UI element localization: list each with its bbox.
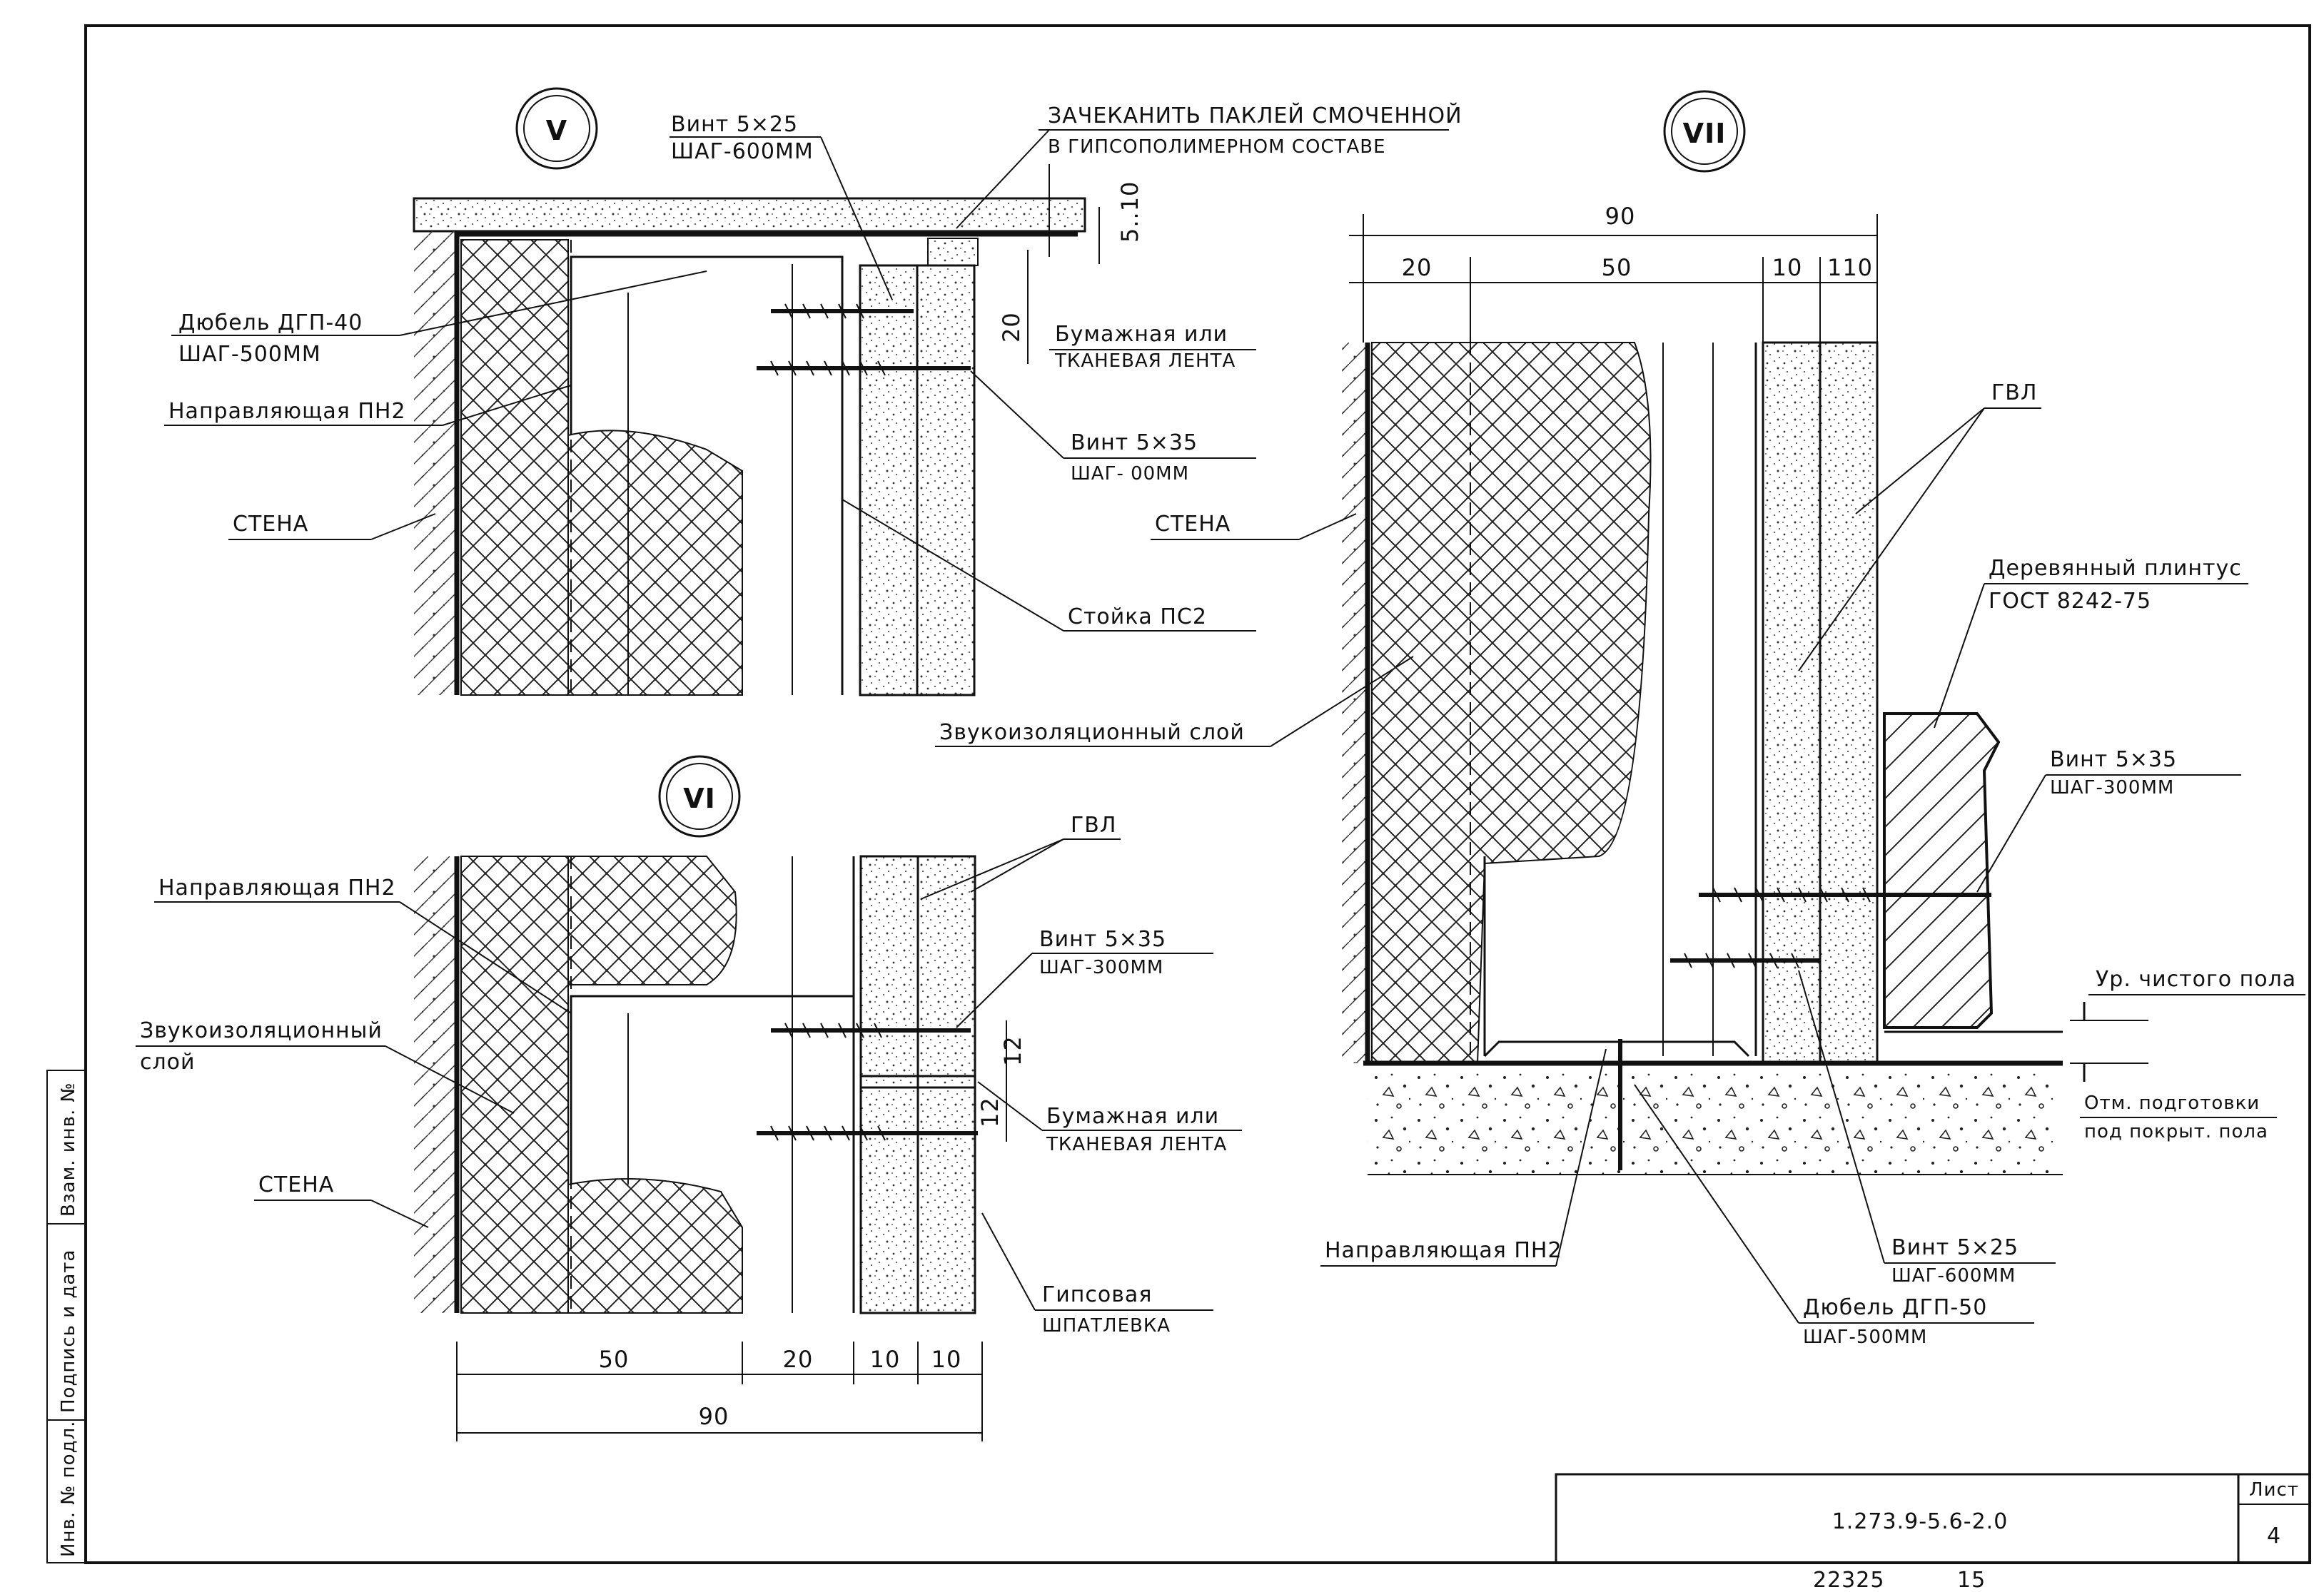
vii-skirting-line2: ГОСТ 8242-75 bbox=[1989, 589, 2151, 614]
sound-layer-label: Звукоизоляционный слой bbox=[939, 720, 1245, 745]
screw-vii-lower bbox=[1670, 953, 1820, 968]
v-caulk-line2: В ГИПСОПОЛИМЕРНОМ СОСТАВЕ bbox=[1048, 136, 1386, 158]
dim-vii-110: 110 bbox=[1827, 254, 1873, 281]
v-post-label: Стойка ПС2 bbox=[1068, 604, 1207, 629]
wall-vii bbox=[1342, 343, 1368, 1063]
side-stamp: Взам. инв. № Подпись и дата Инв. № подл. bbox=[46, 1070, 86, 1563]
guide-pn2-vii bbox=[1483, 1040, 1750, 1058]
sheet-frame bbox=[84, 24, 2311, 1564]
vi-guide-label: Направляющая ПН2 bbox=[158, 876, 396, 901]
v-caulk-line1: ЗАЧЕКАНИТЬ ПАКЛЕЙ СМОЧЕННОЙ bbox=[1048, 103, 1462, 128]
dim-vi-10b: 10 bbox=[931, 1346, 962, 1373]
vi-putty-line2: ШПАТЛЕВКА bbox=[1042, 1315, 1171, 1337]
vii-gvl-label: ГВЛ bbox=[1991, 380, 2037, 405]
vii-prep-line1: Отм. подготовки bbox=[2084, 1092, 2260, 1114]
stud-ps2 bbox=[570, 255, 844, 435]
v-screw-top-label: Винт 5×25 bbox=[671, 112, 798, 137]
v-screw-top-step: ШАГ-600ММ bbox=[671, 139, 814, 164]
vi-sound-line1: Звукоизоляционный bbox=[140, 1018, 383, 1043]
vii-floor-level-label: Ур. чистого пола bbox=[2096, 967, 2296, 992]
vii-dowel-step: ШАГ-500ММ bbox=[1803, 1327, 1927, 1348]
v-dowel-step: ШАГ-500ММ bbox=[178, 342, 321, 367]
vi-tape-line1: Бумажная или bbox=[1046, 1104, 1219, 1129]
screw-v-lower bbox=[757, 360, 971, 376]
dim-vi-90: 90 bbox=[699, 1403, 729, 1430]
wall-vi bbox=[414, 856, 457, 1313]
vii-guide-label: Направляющая ПН2 bbox=[1325, 1238, 1562, 1263]
v-tape-line1: Бумажная или bbox=[1055, 322, 1228, 347]
stamp-inv-repl: Взам. инв. № bbox=[58, 1082, 79, 1217]
vi-putty-line1: Гипсовая bbox=[1042, 1282, 1152, 1307]
vi-screw-step: ШАГ-300ММ bbox=[1039, 957, 1163, 978]
v-tape-line2: ТКАНЕВАЯ ЛЕНТА bbox=[1054, 350, 1236, 372]
stamp-sign-date: Подпись и дата bbox=[58, 1249, 79, 1413]
gvl-board-v2 bbox=[916, 264, 976, 696]
screw-vi-lower bbox=[757, 1125, 978, 1141]
vii-screw-bottom-label: Винт 5×25 bbox=[1891, 1235, 2019, 1260]
screw-vi-upper bbox=[771, 1023, 971, 1038]
callout-vii: VII bbox=[1683, 118, 1727, 149]
dim-v-gap: 5..10 bbox=[1116, 181, 1143, 243]
gvl-board-vii2 bbox=[1819, 341, 1879, 1065]
v-screw-mid-step: ШАГ- 00ММ bbox=[1071, 463, 1189, 485]
gvl-board-vi2 bbox=[916, 855, 976, 1314]
dim-vii-90: 90 bbox=[1605, 203, 1636, 230]
wooden-skirting bbox=[1883, 712, 2001, 1029]
vii-screw-right-step: ШАГ-300ММ bbox=[2050, 777, 2174, 798]
footer-extra: 15 bbox=[1957, 1568, 1986, 1592]
vii-skirting-line1: Деревянный плинтус bbox=[1989, 556, 2242, 581]
insulation-vi bbox=[460, 856, 569, 1314]
v-guide-label: Направляющая ПН2 bbox=[168, 399, 406, 424]
wall-v bbox=[414, 231, 457, 695]
detail-vii: VII 90 20 50 10 110 bbox=[1151, 90, 2305, 1348]
ceiling-slab bbox=[413, 197, 1086, 233]
v-wall-label: СТЕНА bbox=[233, 512, 308, 537]
dim-vii-20: 20 bbox=[1402, 254, 1433, 281]
screw-vii-upper bbox=[1699, 887, 1991, 903]
gvl-board-v1 bbox=[859, 264, 919, 696]
dim-vi-50: 50 bbox=[599, 1346, 630, 1373]
title-block: 1.273.9-5.6-2.0 Лист 4 bbox=[1555, 1473, 2311, 1564]
stamp-inv-orig: Инв. № подл. bbox=[58, 1421, 79, 1557]
vi-tape-line2: ТКАНЕВАЯ ЛЕНТА bbox=[1046, 1134, 1227, 1155]
sheet-label: Лист bbox=[2249, 1479, 2299, 1501]
dim-vi-12a: 12 bbox=[999, 1035, 1026, 1066]
dim-v-20: 20 bbox=[998, 312, 1025, 343]
footer-number: 22325 bbox=[1813, 1568, 1884, 1592]
dim-vi-20: 20 bbox=[783, 1346, 814, 1373]
vii-prep-line2: под покрыт. пола bbox=[2084, 1121, 2268, 1142]
dim-vi-12b: 12 bbox=[976, 1097, 1004, 1127]
dim-vii-50: 50 bbox=[1602, 254, 1632, 281]
drawing-code: 1.273.9-5.6-2.0 bbox=[1832, 1509, 2009, 1534]
sheet-number: 4 bbox=[2267, 1523, 2281, 1548]
screw-v-upper bbox=[771, 303, 914, 319]
callout-v: V bbox=[546, 115, 567, 146]
vii-screw-right-label: Винт 5×35 bbox=[2050, 747, 2177, 772]
vi-screw-label: Винт 5×35 bbox=[1039, 927, 1166, 952]
v-screw-mid-label: Винт 5×35 bbox=[1071, 430, 1198, 455]
floor-base bbox=[1368, 1068, 2060, 1175]
insulation-v bbox=[460, 239, 569, 696]
callout-v-circle bbox=[515, 87, 598, 170]
insulation-vii bbox=[1371, 342, 1652, 1064]
vii-screw-bottom-step: ШАГ-600ММ bbox=[1891, 1265, 2016, 1287]
gvl-board-vi1 bbox=[859, 855, 919, 1314]
v-dowel-label: Дюбель ДГП-40 bbox=[178, 310, 363, 335]
vi-gvl-label: ГВЛ bbox=[1071, 813, 1116, 838]
detail-v: V 5..10 20 Ви bbox=[164, 87, 1462, 696]
guide-pn2-vi bbox=[570, 995, 855, 1185]
callout-vii-circle bbox=[1663, 90, 1746, 173]
vii-wall-label: СТЕНА bbox=[1155, 512, 1231, 537]
vii-dowel-label: Дюбель ДГП-50 bbox=[1803, 1295, 1987, 1320]
detail-vi: VI 12 12 bbox=[136, 755, 1242, 1441]
vi-sound-line2: слой bbox=[140, 1050, 196, 1075]
callout-vi-circle bbox=[658, 755, 741, 838]
vi-wall-label: СТЕНА bbox=[258, 1172, 334, 1197]
dim-vi-10a: 10 bbox=[870, 1346, 901, 1373]
callout-vi: VI bbox=[683, 783, 716, 814]
dim-vii-10: 10 bbox=[1772, 254, 1803, 281]
